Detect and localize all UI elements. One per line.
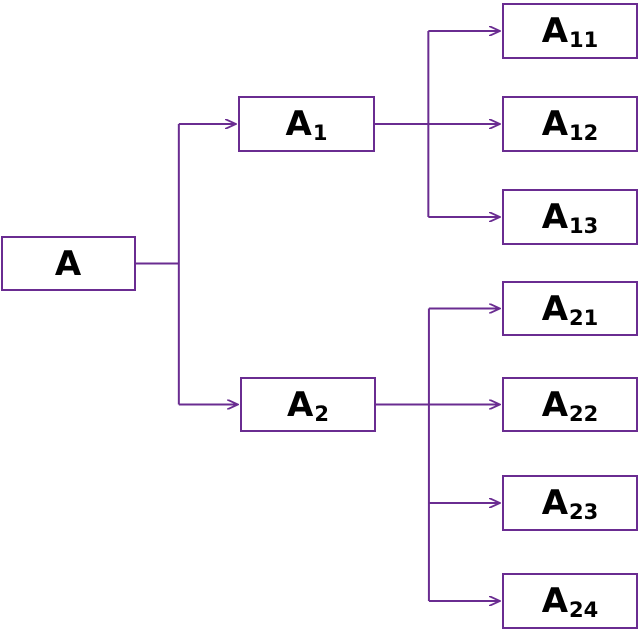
node-a21-subscript: 21 [569,305,599,330]
node-a12-label: A [541,104,569,144]
node-a12-subscript: 12 [569,121,599,145]
node-a22-subscript: 22 [569,401,599,426]
node-a1-subscript: 1 [312,121,328,145]
node-a11-label: A [541,11,569,51]
node-a21-label: A [541,288,569,329]
node-a2-label: A [287,384,314,425]
node-a2-subscript: 2 [314,401,329,426]
node-a13-label: A [541,197,569,237]
node-a11-subscript: 11 [569,28,599,52]
node-a22-label: A [541,384,569,425]
node-a24-subscript: 24 [569,598,599,622]
node-a13-subscript: 13 [569,214,599,238]
node-a: A [1,236,136,291]
node-a-label: A [54,243,82,284]
node-a1-label: A [285,104,312,144]
node-a24-label: A [541,581,569,621]
node-a23-label: A [541,483,569,523]
node-a23-subscript: 23 [569,500,599,524]
